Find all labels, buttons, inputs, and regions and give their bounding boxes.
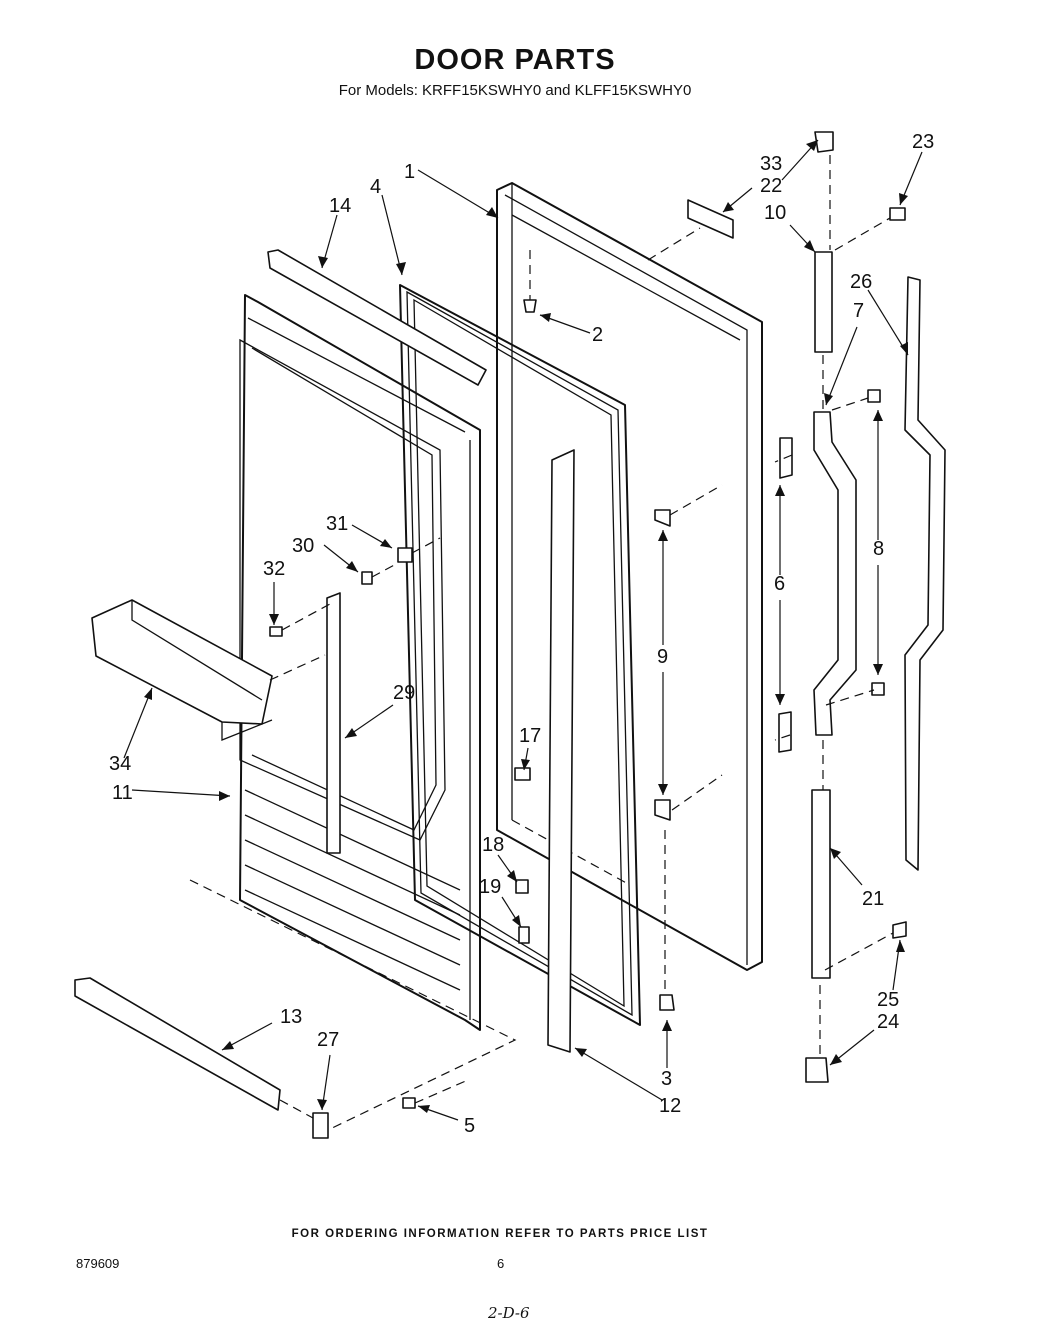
callout-29: 29 bbox=[393, 682, 415, 704]
callout-25: 25 bbox=[877, 989, 899, 1011]
callout-21: 21 bbox=[862, 888, 884, 910]
bottom-breaker-strip bbox=[74, 977, 281, 1111]
door-gasket bbox=[399, 284, 641, 1026]
callout-26: 26 bbox=[850, 271, 872, 293]
screw-8a bbox=[867, 389, 881, 403]
ordering-note: FOR ORDERING INFORMATION REFER TO PARTS … bbox=[291, 1228, 709, 1240]
hinge-bracket-17 bbox=[514, 767, 531, 781]
callout-10: 10 bbox=[764, 202, 786, 224]
callout-2: 2 bbox=[592, 324, 603, 346]
stop-31 bbox=[397, 547, 413, 563]
top-hinge-cap bbox=[814, 131, 834, 153]
screw-19 bbox=[518, 926, 530, 944]
callout-4: 4 bbox=[370, 176, 381, 198]
callout-24: 24 bbox=[877, 1011, 899, 1033]
callout-31: 31 bbox=[326, 513, 348, 535]
document-number: 879609 bbox=[76, 1256, 120, 1271]
callout-1: 1 bbox=[404, 161, 415, 183]
plug-3 bbox=[659, 994, 675, 1011]
page-number: 6 bbox=[497, 1256, 505, 1271]
callout-9: 9 bbox=[657, 646, 668, 668]
handle-brackets bbox=[654, 509, 671, 821]
screw-32 bbox=[269, 626, 283, 637]
handle-end-caps bbox=[778, 437, 793, 753]
callout-11: 11 bbox=[112, 782, 133, 804]
callout-14: 14 bbox=[329, 195, 351, 217]
screw-5 bbox=[402, 1097, 416, 1109]
callout-27: 27 bbox=[317, 1029, 339, 1051]
handle-trim bbox=[904, 276, 946, 871]
callout-17: 17 bbox=[519, 725, 541, 747]
page-title: DOOR PARTS bbox=[414, 44, 616, 76]
callout-13: 13 bbox=[280, 1006, 302, 1028]
hardware-pieces bbox=[269, 131, 907, 1139]
top-breaker-strip bbox=[267, 249, 487, 386]
callout-18: 18 bbox=[482, 834, 504, 856]
callout-12: 12 bbox=[659, 1095, 681, 1117]
screw-23 bbox=[889, 207, 906, 221]
callout-labels: 1 4 14 33 22 23 10 26 7 2 8 6 9 31 30 32… bbox=[109, 131, 934, 1137]
handwritten-note: 2-D-6 bbox=[488, 1304, 530, 1322]
side-breaker-strip bbox=[547, 449, 575, 1053]
spacer-30 bbox=[361, 571, 373, 585]
clip-27 bbox=[312, 1112, 329, 1139]
door-shelf bbox=[91, 599, 273, 741]
callout-30: 30 bbox=[292, 535, 314, 557]
shelf-retainer-bar bbox=[326, 592, 341, 854]
callout-8: 8 bbox=[873, 538, 884, 560]
callout-7: 7 bbox=[853, 300, 864, 322]
hinge-cover-plate bbox=[687, 199, 734, 239]
callout-34: 34 bbox=[109, 753, 131, 775]
models-subtitle: For Models: KRFF15KSWHY0 and KLFF15KSWHY… bbox=[338, 82, 692, 99]
outer-door-panel bbox=[496, 182, 763, 971]
screw-8b bbox=[871, 682, 885, 696]
callout-6: 6 bbox=[774, 573, 785, 595]
door-handle bbox=[813, 411, 857, 736]
leader-lines bbox=[123, 139, 923, 1121]
callout-19: 19 bbox=[479, 876, 501, 898]
inner-door-liner bbox=[239, 294, 481, 1031]
leader-arrowheads bbox=[144, 140, 908, 1113]
callout-33: 33 bbox=[760, 153, 782, 175]
screw-2 bbox=[523, 299, 537, 313]
callout-32: 32 bbox=[263, 558, 285, 580]
callout-23: 23 bbox=[912, 131, 934, 153]
callout-22: 22 bbox=[760, 175, 782, 197]
bracket-18 bbox=[515, 879, 529, 894]
lower-hinge-bracket bbox=[811, 789, 831, 979]
callout-3: 3 bbox=[661, 1068, 672, 1090]
upper-hinge-bracket bbox=[814, 251, 833, 353]
hinge-pin-24 bbox=[805, 1057, 829, 1083]
callout-5: 5 bbox=[464, 1115, 475, 1137]
screw-25 bbox=[892, 921, 907, 939]
assembly-lines bbox=[189, 155, 894, 1131]
